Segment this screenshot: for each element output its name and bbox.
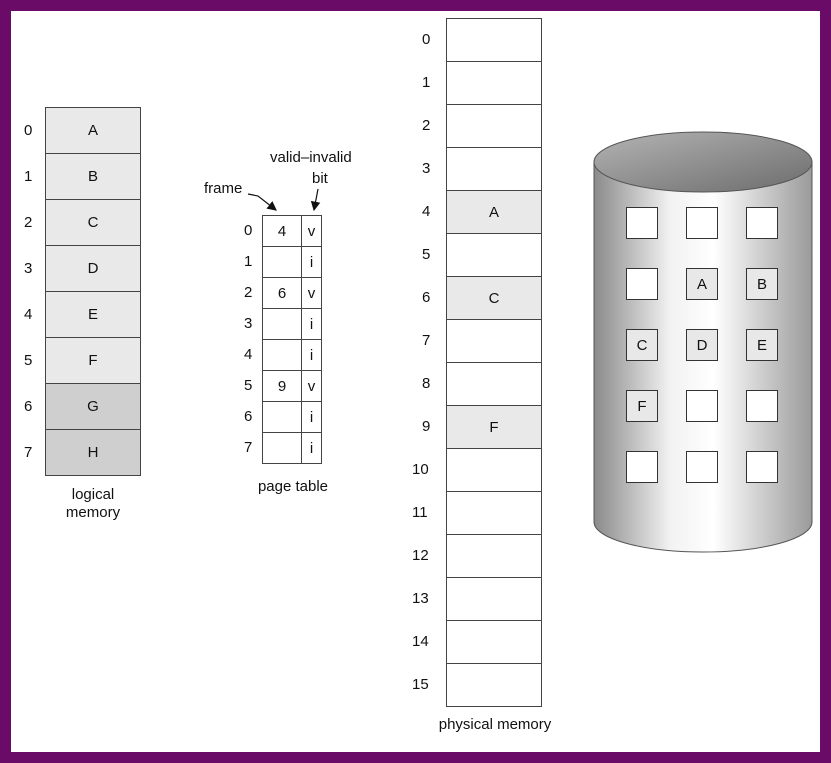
physical-memory-index: 7	[422, 332, 431, 349]
page-table-bit-cell: v	[301, 370, 322, 402]
page-table-bit-cell: v	[301, 277, 322, 309]
logical-memory-cell: C	[45, 199, 141, 246]
physical-memory-frame	[446, 663, 542, 707]
physical-memory-frame: C	[446, 276, 542, 320]
page-table-frame-cell	[262, 246, 302, 278]
valid-invalid-label: valid–invalid	[270, 149, 352, 166]
physical-memory-frame	[446, 319, 542, 363]
physical-memory-index: 14	[412, 633, 429, 650]
physical-memory-frame	[446, 577, 542, 621]
logical-memory-cell: F	[45, 337, 141, 384]
physical-memory-index: 6	[422, 289, 431, 306]
disk-page-slot: A	[686, 268, 718, 300]
logical-memory-cell: G	[45, 383, 141, 430]
disk-page-slot: E	[746, 329, 778, 361]
page-table-bit-cell: i	[301, 308, 322, 340]
physical-memory-frame	[446, 534, 542, 578]
physical-memory-frame	[446, 491, 542, 535]
physical-memory-index: 3	[422, 160, 431, 177]
page-table-index: 6	[244, 408, 253, 425]
physical-memory-index: 5	[422, 246, 431, 263]
logical-memory-cell: H	[45, 429, 141, 476]
disk-page-slot: C	[626, 329, 658, 361]
disk-page-slot	[746, 451, 778, 483]
logical-memory-index: 5	[24, 352, 33, 369]
page-table-index: 2	[244, 284, 253, 301]
page-table-bit-cell: v	[301, 215, 322, 247]
physical-memory-index: 2	[422, 117, 431, 134]
page-table-index: 3	[244, 315, 253, 332]
disk-page-slot	[686, 207, 718, 239]
page-table-frame-cell	[262, 432, 302, 464]
physical-memory-index: 12	[412, 547, 429, 564]
page-table-frame-cell	[262, 308, 302, 340]
physical-memory-index: 11	[412, 504, 428, 521]
disk-page-slot	[746, 390, 778, 422]
logical-memory-index: 1	[24, 168, 33, 185]
frame-label: frame	[204, 180, 243, 197]
page-table-index: 1	[244, 253, 253, 270]
physical-memory-frame	[446, 620, 542, 664]
page-table-frame-cell: 9	[262, 370, 302, 402]
physical-memory-frame: A	[446, 190, 542, 234]
disk-page-slot	[626, 268, 658, 300]
logical-memory-index: 3	[24, 260, 33, 277]
physical-memory-label: physical memory	[438, 716, 552, 733]
page-table-bit-cell: i	[301, 339, 322, 371]
frame-arrow	[247, 193, 277, 211]
physical-memory-frame	[446, 18, 542, 62]
page-table-index: 0	[244, 222, 253, 239]
physical-memory-index: 8	[422, 375, 431, 392]
physical-memory-frame	[446, 147, 542, 191]
physical-memory-index: 0	[422, 31, 431, 48]
logical-memory-cell: B	[45, 153, 141, 200]
physical-memory-index: 10	[412, 461, 429, 478]
logical-memory-index: 2	[24, 214, 33, 231]
physical-memory-frame	[446, 362, 542, 406]
physical-memory-frame	[446, 448, 542, 492]
page-table-frame-cell: 6	[262, 277, 302, 309]
bit-arrow	[310, 188, 321, 212]
page-table-index: 4	[244, 346, 253, 363]
disk-page-slot	[686, 390, 718, 422]
physical-memory-index: 4	[422, 203, 431, 220]
disk-page-slot	[626, 207, 658, 239]
logical-memory-index: 4	[24, 306, 33, 323]
physical-memory-frame	[446, 61, 542, 105]
physical-memory-index: 1	[422, 74, 431, 91]
logical-memory-label: logical memory	[65, 486, 121, 521]
physical-memory-index: 15	[412, 676, 429, 693]
physical-memory-index: 9	[422, 418, 431, 435]
disk-page-slot: B	[746, 268, 778, 300]
physical-memory-frame	[446, 104, 542, 148]
disk-page-slot	[686, 451, 718, 483]
page-table-label: page table	[257, 478, 329, 495]
physical-memory-index: 13	[412, 590, 429, 607]
page-table-frame-cell: 4	[262, 215, 302, 247]
disk-page-slot	[746, 207, 778, 239]
disk-page-slot: D	[686, 329, 718, 361]
page-table-index: 5	[244, 377, 253, 394]
logical-memory-index: 7	[24, 444, 33, 461]
logical-memory-cell: A	[45, 107, 141, 154]
page-table-bit-cell: i	[301, 246, 322, 278]
disk-page-slot	[626, 451, 658, 483]
physical-memory-frame: F	[446, 405, 542, 449]
page-table-bit-cell: i	[301, 432, 322, 464]
page-table-bit-cell: i	[301, 401, 322, 433]
logical-memory-cell: D	[45, 245, 141, 292]
page-table-frame-cell	[262, 401, 302, 433]
logical-memory-index: 0	[24, 122, 33, 139]
logical-memory-index: 6	[24, 398, 33, 415]
bit-label: bit	[312, 170, 328, 187]
logical-memory-cell: E	[45, 291, 141, 338]
page-table-index: 7	[244, 439, 253, 456]
page-table-frame-cell	[262, 339, 302, 371]
disk-page-slot: F	[626, 390, 658, 422]
physical-memory-frame	[446, 233, 542, 277]
